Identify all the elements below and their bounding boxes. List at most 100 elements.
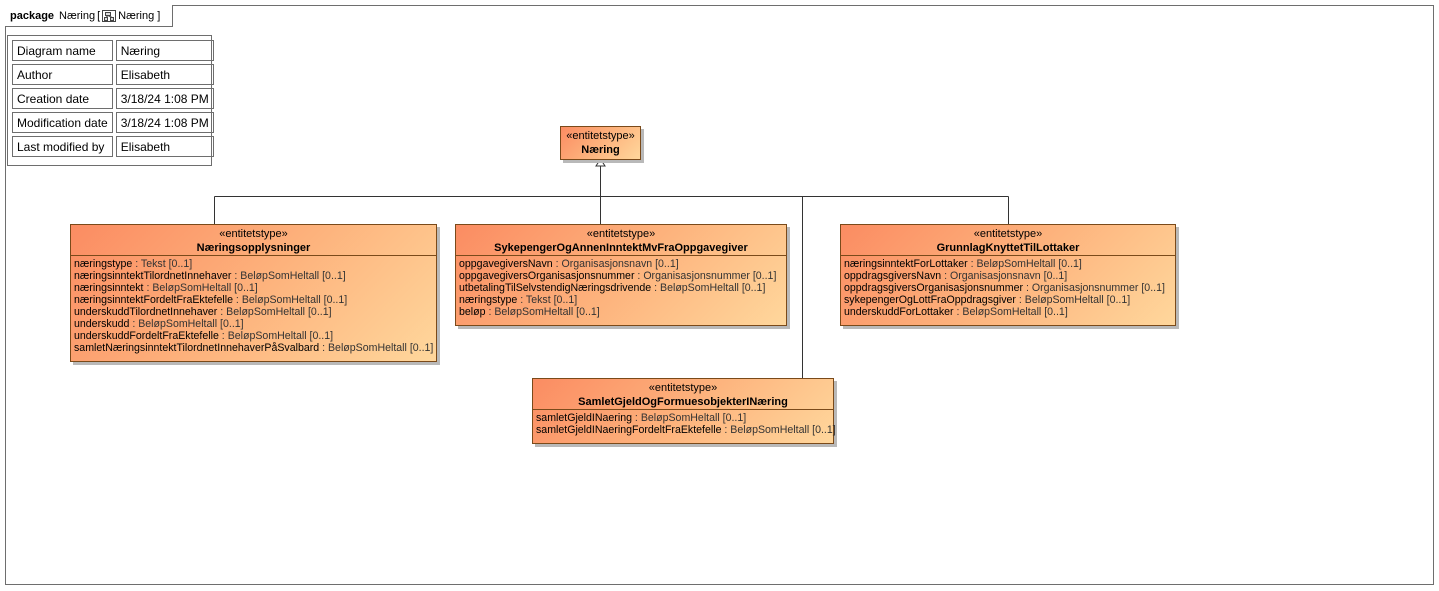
class-stereotype: «entitetstype»	[219, 228, 288, 240]
info-key: Author	[12, 64, 113, 85]
attribute: oppdragsgiversNavn : Organisasjonsnavn […	[844, 270, 1172, 282]
info-key: Diagram name	[12, 40, 113, 61]
generalization-arrowhead	[595, 158, 606, 167]
frame-bracket-open: [	[97, 9, 101, 22]
attribute: samletGjeldINaeringFordeltFraEktefelle :…	[536, 424, 836, 436]
attribute-name: samletGjeldINaering	[536, 412, 632, 424]
attribute-type: : BeløpSomHeltall [0..1]	[231, 270, 346, 282]
attribute-name: næringsinntekt	[74, 282, 144, 294]
attribute: underskuddForLottaker : BeløpSomHeltall …	[844, 306, 1172, 318]
attribute: oppgavegiversNavn : Organisasjonsnavn [0…	[459, 258, 783, 270]
attribute: beløp : BeløpSomHeltall [0..1]	[459, 306, 783, 318]
class-sykepenger[interactable]: «entitetstype» SykepengerOgAnnenInntektM…	[455, 224, 787, 326]
class-name: Næringsopplysninger	[196, 242, 311, 254]
class-grunnlag[interactable]: «entitetstype» GrunnlagKnyttetTilLottake…	[840, 224, 1176, 326]
attribute-name: næringstype	[459, 294, 518, 306]
class-naeringsopplysninger[interactable]: «entitetstype» Næringsopplysninger nærin…	[70, 224, 437, 362]
attribute: underskuddFordeltFraEktefelle : BeløpSom…	[74, 330, 433, 342]
attribute-type: : Organisasjonsnummer [0..1]	[1023, 282, 1165, 294]
attribute-type: : BeløpSomHeltall [0..1]	[1015, 294, 1131, 306]
frame-package-name: Næring	[59, 9, 96, 22]
attribute: utbetalingTilSelvstendigNæringsdrivende …	[459, 282, 783, 294]
attribute: sykepengerOgLottFraOppdragsgiver : Beløp…	[844, 294, 1172, 306]
attribute-type: : BeløpSomHeltall [0..1]	[319, 342, 434, 354]
info-value: Næring	[115, 40, 214, 61]
info-value: 3/18/24 1:08 PM	[115, 112, 214, 133]
attribute-type: : BeløpSomHeltall [0..1]	[967, 258, 1082, 270]
attribute-name: næringstype	[74, 258, 133, 270]
frame-tab: package Næring [ Næring ]	[5, 5, 174, 27]
info-value: Elisabeth	[115, 64, 214, 85]
class-name: GrunnlagKnyttetTilLottaker	[936, 242, 1080, 254]
attribute: næringstype : Tekst [0..1]	[74, 258, 433, 270]
attribute-type: : BeløpSomHeltall [0..1]	[953, 306, 1068, 318]
attribute-name: utbetalingTilSelvstendigNæringsdrivende	[459, 282, 652, 294]
attribute-name: sykepengerOgLottFraOppdragsgiver	[844, 294, 1016, 306]
attribute-name: oppgavegiversOrganisasjonsnummer	[459, 270, 635, 282]
attribute-type: : BeløpSomHeltall [0..1]	[721, 424, 836, 436]
attribute: underskuddTilordnetInnehaver : BeløpSomH…	[74, 306, 433, 318]
attribute-name: underskudd	[74, 318, 130, 330]
class-stereotype: «entitetstype»	[566, 130, 635, 142]
attribute: næringsinntektFordeltFraEktefelle : Belø…	[74, 294, 433, 306]
class-stereotype: «entitetstype»	[973, 228, 1043, 240]
attribute: samletGjeldINaering : BeløpSomHeltall [0…	[536, 412, 830, 424]
info-key: Creation date	[12, 88, 113, 109]
diagram-frame	[5, 5, 1434, 585]
attribute: underskudd : BeløpSomHeltall [0..1]	[74, 318, 433, 330]
info-value: Elisabeth	[115, 136, 214, 157]
class-samlet-gjeld[interactable]: «entitetstype» SamletGjeldOgFormuesobjek…	[532, 378, 836, 444]
attribute-name: underskuddForLottaker	[844, 306, 954, 318]
frame-keyword: package	[10, 9, 55, 22]
attribute-type: : BeløpSomHeltall [0..1]	[631, 412, 747, 424]
attribute-name: oppdragsgiversNavn	[844, 270, 942, 282]
attribute-type: : Organisasjonsnavn [0..1]	[941, 270, 1068, 282]
class-stereotype: «entitetstype»	[648, 382, 718, 394]
class-diagram-icon	[102, 9, 117, 22]
info-key: Modification date	[12, 112, 113, 133]
class-naering[interactable]: «entitetstype» Næring	[560, 126, 641, 160]
attribute-name: samletGjeldINaeringFordeltFraEktefelle	[536, 424, 722, 436]
attribute-type: : Organisasjonsnummer [0..1]	[634, 270, 777, 282]
attribute: oppdragsgiversOrganisasjonsnummer : Orga…	[844, 282, 1172, 294]
frame-diagram-name: Næring	[118, 9, 155, 22]
attribute: samletNæringsinntektTilordnetInnehaverPå…	[74, 342, 433, 354]
attribute-compartment: oppgavegiversNavn : Organisasjonsnavn [0…	[456, 255, 786, 320]
class-stereotype: «entitetstype»	[586, 228, 656, 240]
attribute-type: : BeløpSomHeltall [0..1]	[217, 306, 332, 318]
attribute-name: næringsinntektTilordnetInnehaver	[74, 270, 232, 282]
info-key: Last modified by	[12, 136, 113, 157]
class-name: Næring	[581, 144, 620, 156]
attribute-name: underskuddTilordnetInnehaver	[74, 306, 218, 318]
attribute-compartment: næringstype : Tekst [0..1] næringsinntek…	[71, 255, 436, 356]
attribute-name: oppdragsgiversOrganisasjonsnummer	[844, 282, 1024, 294]
attribute-type: : Organisasjonsnavn [0..1]	[552, 258, 679, 270]
attribute-type: : BeløpSomHeltall [0..1]	[651, 282, 766, 294]
attribute: næringstype : Tekst [0..1]	[459, 294, 783, 306]
attribute-name: beløp	[459, 306, 486, 318]
attribute-type: : Tekst [0..1]	[517, 294, 578, 306]
attribute-type: : BeløpSomHeltall [0..1]	[485, 306, 600, 318]
attribute-compartment: samletGjeldINaering : BeløpSomHeltall [0…	[533, 409, 836, 438]
attribute: næringsinntektForLottaker : BeløpSomHelt…	[844, 258, 1172, 270]
attribute: næringsinntektTilordnetInnehaver : Beløp…	[74, 270, 433, 282]
attribute: oppgavegiversOrganisasjonsnummer : Organ…	[459, 270, 783, 282]
info-value: 3/18/24 1:08 PM	[115, 88, 214, 109]
attribute-type: : BeløpSomHeltall [0..1]	[143, 282, 258, 294]
attribute-type: : Tekst [0..1]	[132, 258, 193, 270]
class-name: SamletGjeldOgFormuesobjekterINæring	[578, 396, 788, 408]
attribute-compartment: næringsinntektForLottaker : BeløpSomHelt…	[841, 255, 1175, 320]
frame-bracket-close: ]	[157, 9, 161, 22]
attribute-type: : BeløpSomHeltall [0..1]	[129, 318, 244, 330]
attribute-type: : BeløpSomHeltall [0..1]	[218, 330, 334, 342]
attribute-type: : BeløpSomHeltall [0..1]	[232, 294, 348, 306]
attribute-name: næringsinntektForLottaker	[844, 258, 968, 270]
attribute: næringsinntekt : BeløpSomHeltall [0..1]	[74, 282, 433, 294]
